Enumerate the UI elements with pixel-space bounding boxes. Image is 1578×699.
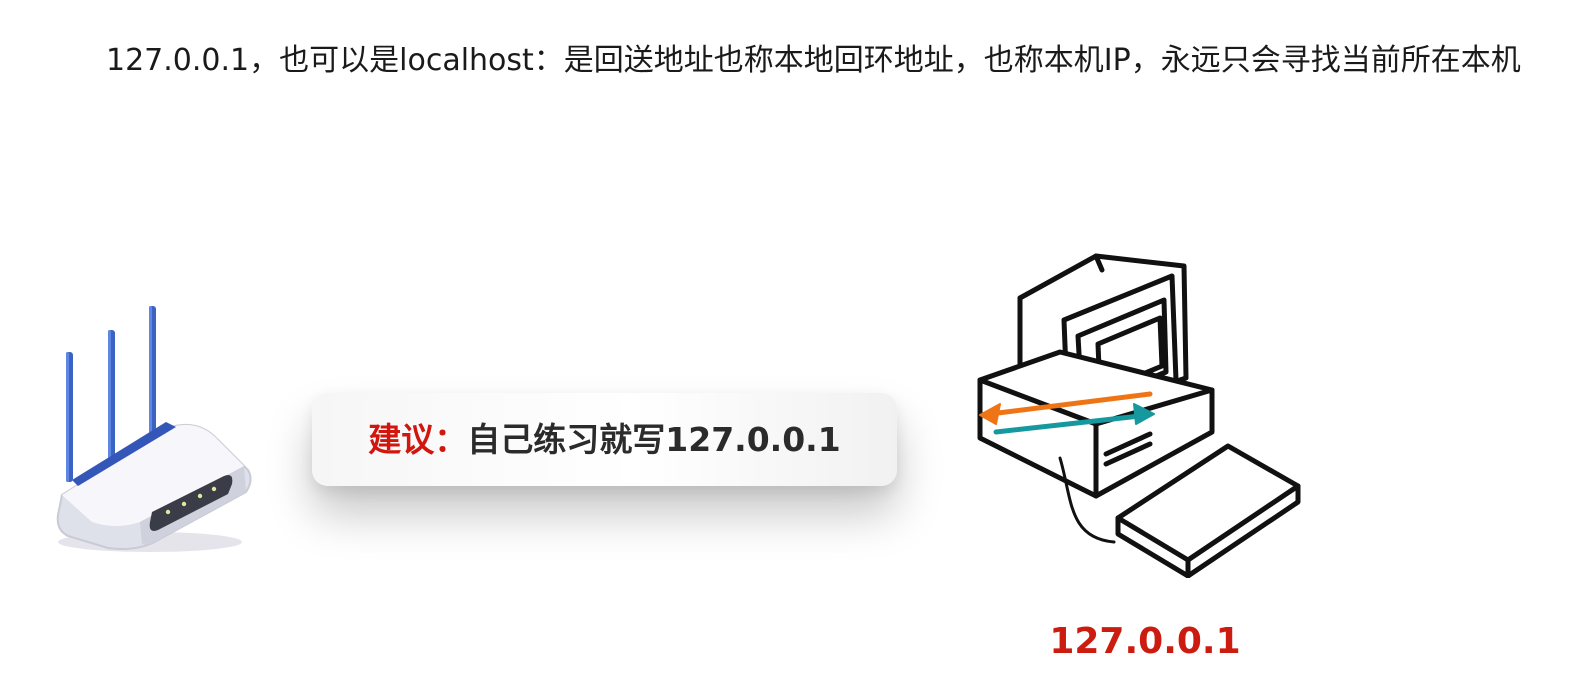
- tip-text: 建议：自己练习就写127.0.0.1: [368, 423, 840, 456]
- router-antennas: [66, 306, 156, 482]
- computer-ip-label: 127.0.0.1: [1049, 621, 1241, 662]
- header-description: 127.0.0.1，也可以是localhost：是回送地址也称本地回环地址，也称…: [106, 43, 1521, 78]
- tip-card: 建议：自己练习就写127.0.0.1: [312, 393, 897, 486]
- desktop-computer-icon: [977, 253, 1301, 578]
- tip-body: 自己练习就写127.0.0.1: [467, 420, 841, 459]
- loopback-arrows: [979, 391, 1155, 435]
- wifi-router-icon: [56, 306, 252, 552]
- tip-label: 建议：: [368, 420, 468, 459]
